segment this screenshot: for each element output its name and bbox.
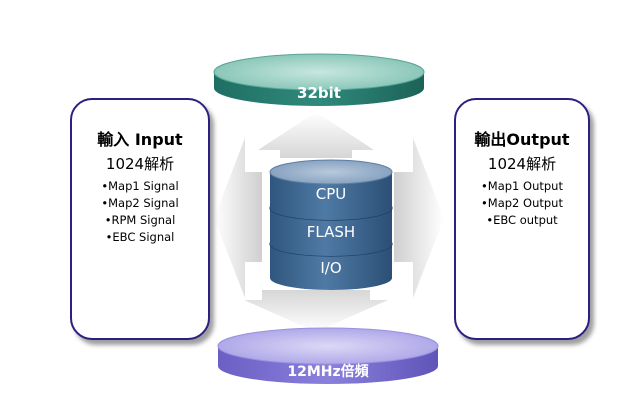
list-item: •EBC output bbox=[486, 213, 558, 227]
bottom-disc: 12MHz倍頻 bbox=[217, 327, 439, 384]
down-arrow bbox=[244, 290, 388, 332]
output-panel-title: 輸出Output bbox=[474, 130, 570, 149]
input-panel: 輸入 Input 1024解析 •Map1 Signal •Map2 Signa… bbox=[70, 98, 210, 340]
list-item: •EBC Signal bbox=[105, 230, 175, 244]
left-arrow bbox=[214, 138, 262, 298]
top-disc: 32bit bbox=[213, 53, 425, 106]
list-item: •RPM Signal bbox=[104, 213, 176, 227]
list-item: •Map2 Output bbox=[481, 196, 563, 210]
output-panel-subtitle: 1024解析 bbox=[487, 155, 557, 173]
top-disc-label: 32bit bbox=[297, 84, 341, 102]
right-arrow bbox=[394, 138, 444, 298]
list-item: •Map1 Output bbox=[481, 179, 563, 193]
flash-layer-label: FLASH bbox=[307, 223, 355, 241]
input-panel-subtitle: 1024解析 bbox=[105, 155, 175, 173]
input-signal-list: •Map1 Signal •Map2 Signal •RPM Signal •E… bbox=[72, 178, 208, 246]
io-layer-label: I/O bbox=[320, 259, 341, 277]
output-signal-list: •Map1 Output •Map2 Output •EBC output bbox=[456, 178, 588, 229]
up-arrow bbox=[258, 112, 374, 158]
output-panel: 輸出Output 1024解析 •Map1 Output •Map2 Outpu… bbox=[454, 98, 590, 340]
input-panel-title: 輸入 Input bbox=[97, 130, 183, 149]
cpu-layer-label: CPU bbox=[316, 185, 347, 203]
processor-stack: CPU FLASH I/O bbox=[269, 159, 393, 290]
list-item: •Map1 Signal bbox=[101, 179, 179, 193]
bottom-disc-label: 12MHz倍頻 bbox=[287, 363, 368, 380]
list-item: •Map2 Signal bbox=[101, 196, 179, 210]
